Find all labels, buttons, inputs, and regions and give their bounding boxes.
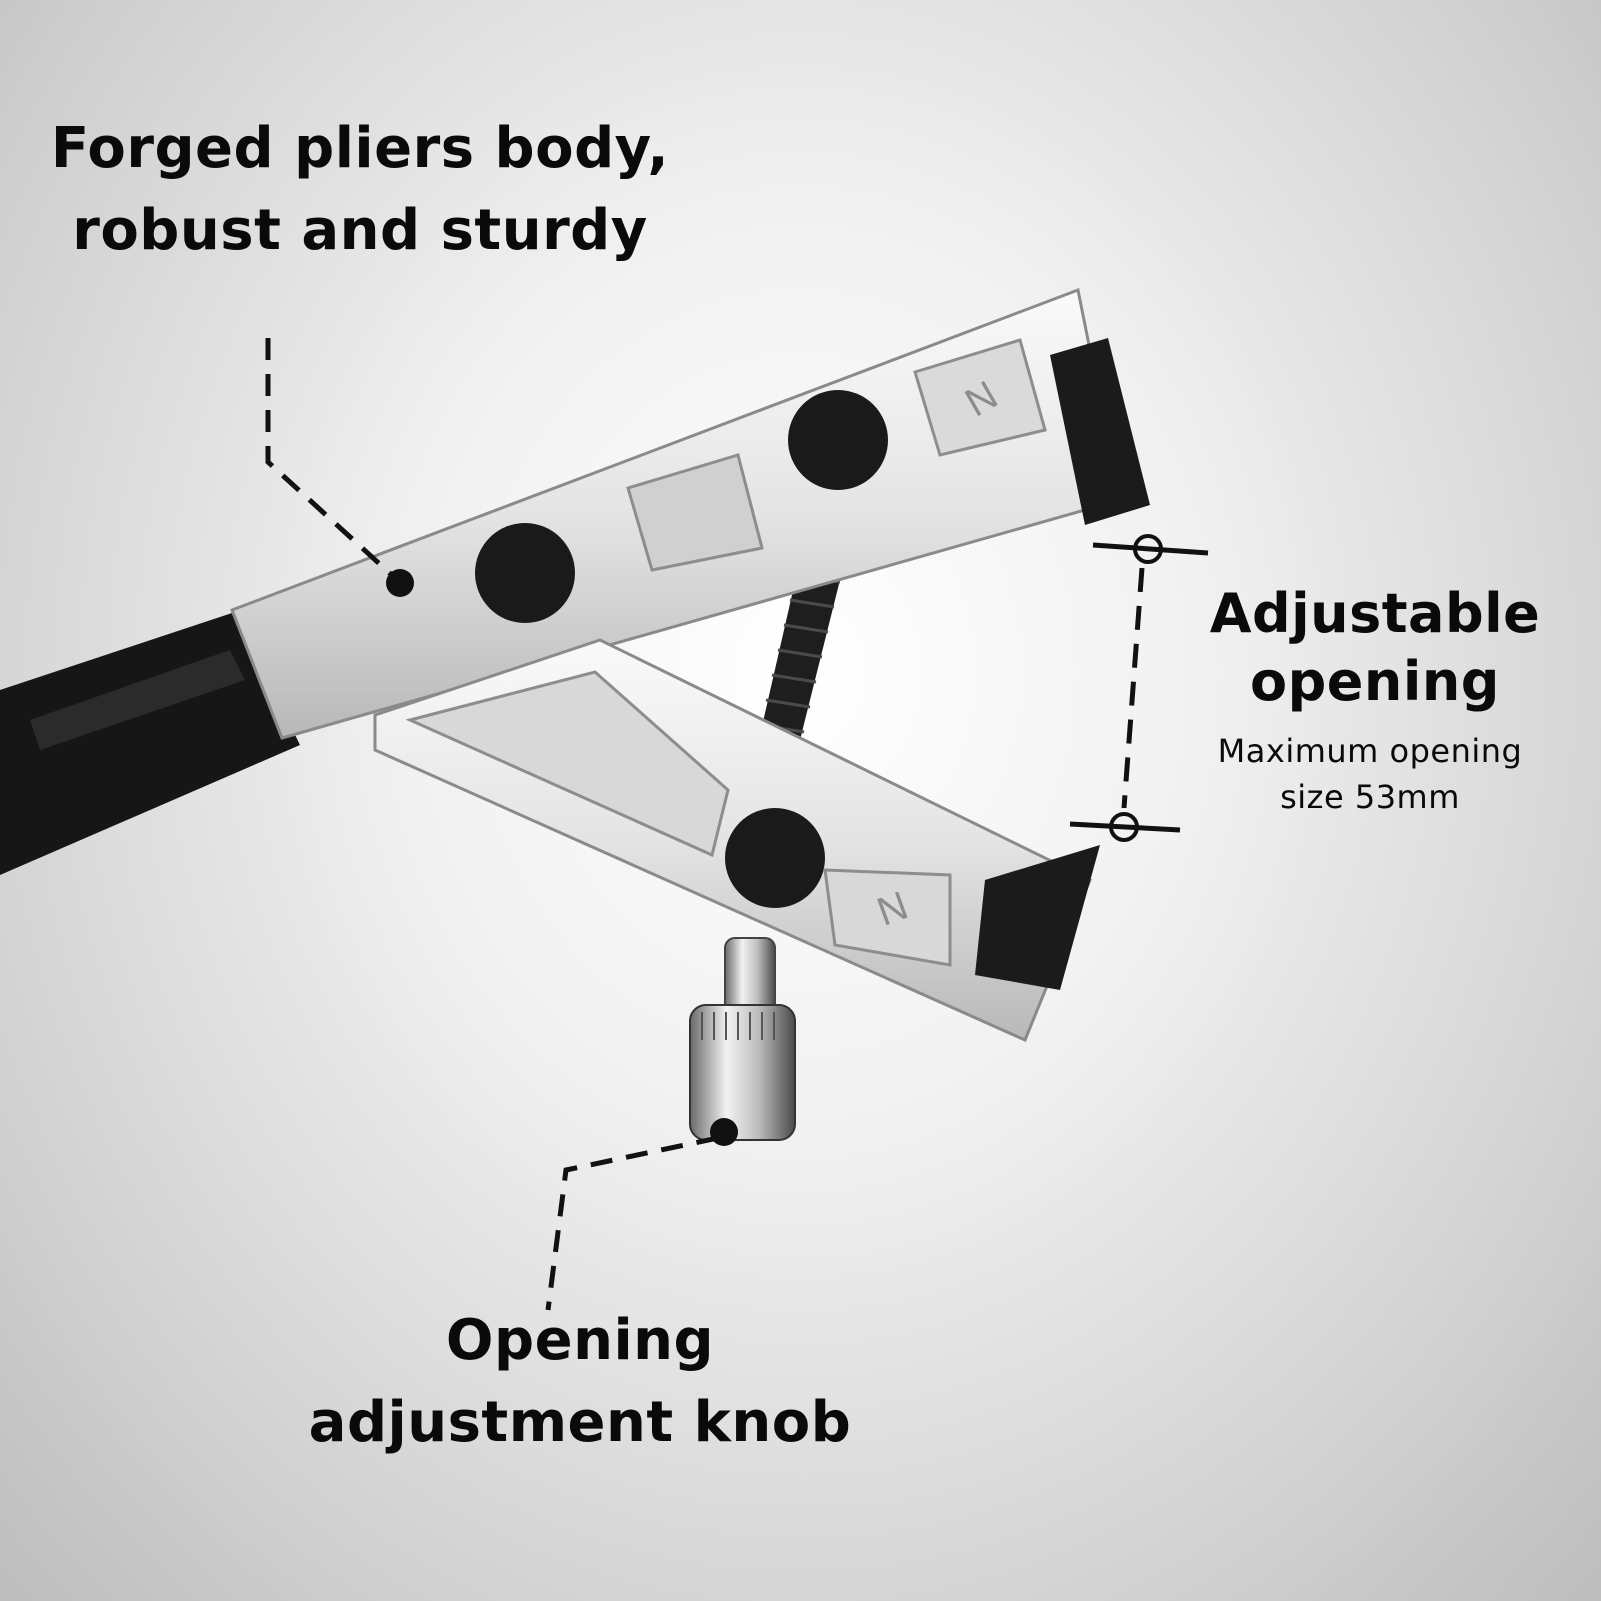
opening-title-line2: opening — [1250, 650, 1500, 713]
callout-body-leader — [265, 338, 414, 597]
opening-callout-detail: Maximum opening size 53mm — [1170, 728, 1570, 820]
opening-detail-line1: Maximum opening — [1217, 732, 1523, 770]
body-callout-label: Forged pliers body, robust and sturdy — [30, 108, 690, 272]
opening-callout-title: Adjustable opening — [1175, 580, 1575, 716]
adjustment-knob — [689, 937, 796, 1141]
lower-jaw: N — [373, 638, 1100, 1043]
opening-title-line1: Adjustable — [1209, 582, 1541, 645]
knob-callout-line2: adjustment knob — [308, 1390, 852, 1455]
opening-dimension-line — [1069, 534, 1209, 842]
body-callout-line2: robust and sturdy — [72, 198, 648, 263]
knob-callout-label: Opening adjustment knob — [270, 1300, 890, 1464]
handle-grip — [0, 612, 300, 875]
upper-jaw: N — [230, 287, 1150, 740]
opening-detail-line2: size 53mm — [1280, 778, 1460, 816]
knob-callout-line1: Opening — [445, 1308, 715, 1373]
body-callout-line1: Forged pliers body, — [50, 116, 670, 181]
callout-knob-leader — [545, 1118, 738, 1311]
